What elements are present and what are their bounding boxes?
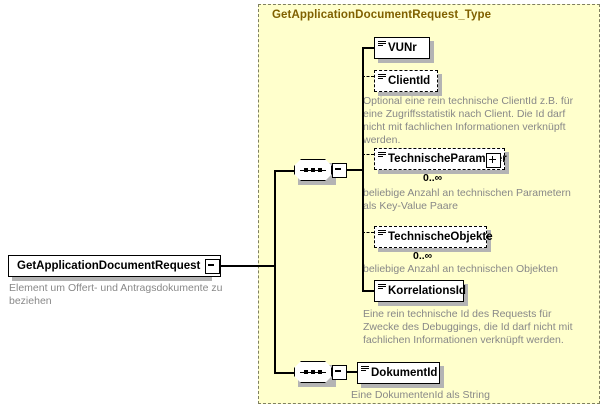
sequence-dots [304, 166, 322, 174]
element-TechnischeParameter[interactable]: TechnischeParameter [374, 148, 507, 170]
element-DokumentId[interactable]: DokumentId [357, 362, 440, 384]
element-label-TechnischeParameter: TechnischeParameter [388, 153, 507, 165]
element-type-icon [378, 40, 386, 48]
seq-main-collapse-toggle[interactable] [332, 163, 347, 178]
connector-trunk-to-seq-main [274, 170, 294, 172]
connector-root-to-trunk [218, 265, 274, 267]
root-element-label: GetApplicationDocumentRequest [17, 260, 201, 272]
element-type-icon [378, 229, 386, 237]
element-label-VUNr: VUNr [388, 42, 417, 54]
element-type-icon [361, 365, 369, 373]
sequence-icon-main[interactable] [294, 159, 332, 181]
connector-to-TechnischeObjekte [362, 232, 374, 233]
cardinality-TechnischeObjekte: 0..∞ [413, 250, 433, 262]
seq-secondary-collapse-toggle[interactable] [332, 365, 347, 380]
element-type-icon [378, 283, 386, 291]
element-label-ClientId: ClientId [388, 75, 431, 87]
annotation-TechnischeParameter: beliebige Anzahl an technischen Paramete… [363, 187, 571, 212]
element-type-icon [378, 73, 386, 81]
complex-type-title: GetApplicationDocumentRequest_Type [272, 9, 492, 21]
connector-to-TechnischeParameter [362, 154, 374, 155]
connector-trunk-vertical [274, 170, 276, 373]
annotation-TechnischeObjekte: beliebige Anzahl an technischen Objekten [363, 263, 558, 275]
element-label-DokumentId: DokumentId [371, 367, 438, 379]
connector-to-VUNr [362, 47, 374, 49]
expand-plus-icon[interactable] [486, 153, 501, 168]
cardinality-TechnischeParameter: 0..∞ [423, 172, 443, 184]
sequence-dots [304, 368, 322, 376]
sequence-icon-secondary[interactable] [294, 361, 332, 383]
element-KorrelationsId[interactable]: KorrelationsId [374, 280, 466, 302]
element-VUNr[interactable]: VUNr [374, 37, 430, 59]
annotation-DokumentId: Eine DokumentenId als String [351, 389, 490, 401]
element-type-icon [378, 151, 386, 159]
element-label-TechnischeObjekte: TechnischeObjekte [388, 231, 493, 243]
annotation-ClientId: Optional eine rein technische ClientId z… [363, 95, 574, 146]
element-ClientId[interactable]: ClientId [374, 70, 438, 92]
element-TechnischeObjekte[interactable]: TechnischeObjekte [374, 226, 493, 248]
connector-to-KorrelationsId [362, 290, 374, 292]
connector-trunk-to-seq-secondary [274, 372, 294, 374]
connector-to-ClientId [362, 76, 374, 77]
root-collapse-toggle[interactable] [205, 259, 220, 274]
root-element-GetApplicationDocumentRequest[interactable]: GetApplicationDocumentRequest [8, 255, 222, 277]
connector-seq-main-bus [362, 47, 364, 290]
connector-seq-main-out [345, 169, 363, 171]
connector-seq-secondary-out [345, 371, 357, 373]
element-label-KorrelationsId: KorrelationsId [388, 285, 466, 297]
root-annotation: Element um Offert- und Antragsdokumente … [9, 282, 223, 307]
annotation-KorrelationsId: Eine rein technische Id des Requests für… [363, 308, 573, 346]
